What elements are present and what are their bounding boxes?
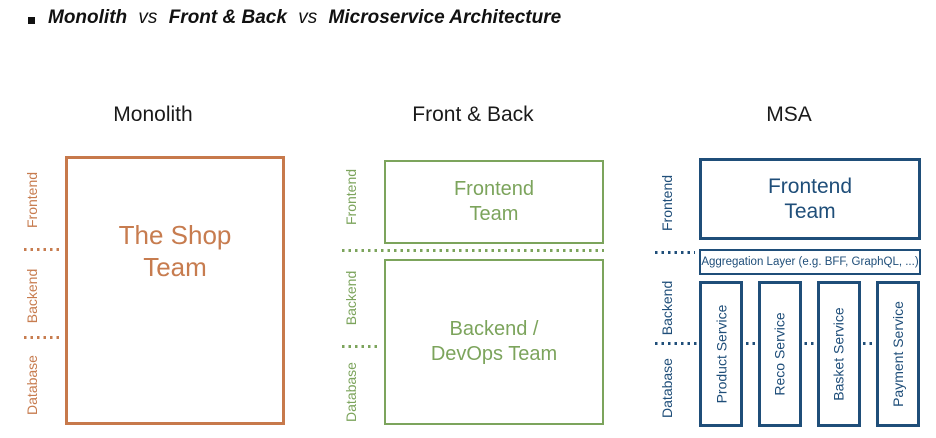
shop-team-label: The Shop Team <box>68 219 282 283</box>
monolith-separator-frontend-backend <box>24 248 62 251</box>
frontback-backend-team-box: Backend / DevOps Team <box>384 259 604 425</box>
msa-column-title: MSA <box>766 103 812 126</box>
monolith-layer-label-frontend: Frontend <box>24 171 40 229</box>
msa-layer-label-backend: Backend <box>659 280 675 336</box>
slide-title: Monolith vs Front & Back vs Microservice… <box>48 5 561 31</box>
msa-separator-frontend-backend <box>655 251 695 254</box>
msa-service-box-product: Product Service <box>699 281 743 427</box>
frontback-separator-backend-database <box>342 345 381 348</box>
slide-title-row: Monolith vs Front & Back vs Microservice… <box>28 5 561 31</box>
monolith-column-title: Monolith <box>113 103 193 126</box>
shop-team-line2: Team <box>143 252 207 282</box>
monolith-layer-label-database: Database <box>24 355 40 415</box>
frontback-layer-label-database: Database <box>343 362 359 422</box>
backend-devops-team-label: Backend / DevOps Team <box>431 317 557 367</box>
frontback-layer-label-frontend: Frontend <box>343 168 359 226</box>
payment-service-label: Payment Service <box>890 301 907 407</box>
frontend-team-label: Frontend Team <box>454 177 534 227</box>
title-segment-frontback: Front & Back <box>168 7 287 28</box>
shop-team-line1: The Shop <box>118 220 232 250</box>
basket-service-label: Basket Service <box>831 307 847 401</box>
frontback-separator-frontend-backend <box>342 249 604 252</box>
monolith-layer-label-backend: Backend <box>24 268 40 324</box>
msa-frontend-team-line1: Frontend <box>767 175 853 198</box>
title-segment-vs: vs <box>138 7 158 28</box>
title-segment-microservice: Microservice Architecture <box>328 7 562 28</box>
frontback-layer-label-backend: Backend <box>343 270 359 326</box>
msa-frontend-team-label: Frontend Team <box>768 174 852 224</box>
msa-service-box-payment: Payment Service <box>876 281 920 427</box>
reco-service-label: Reco Service <box>772 312 789 396</box>
frontend-team-line1: Frontend <box>453 178 535 200</box>
aggregation-layer-label: Aggregation Layer (e.g. BFF, GraphQL, ..… <box>701 256 919 268</box>
frontback-frontend-team-box: Frontend Team <box>384 160 604 244</box>
msa-service-box-basket: Basket Service <box>817 281 861 427</box>
msa-frontend-team-line2: Team <box>784 200 836 223</box>
frontend-team-line2: Team <box>469 203 519 225</box>
msa-layer-label-database: Database <box>659 358 675 418</box>
product-service-label: Product Service <box>713 304 730 404</box>
msa-aggregation-layer-box: Aggregation Layer (e.g. BFF, GraphQL, ..… <box>699 249 921 275</box>
backend-team-line1: Backend / <box>449 318 539 340</box>
frontback-column-title: Front & Back <box>412 103 534 126</box>
msa-service-box-reco: Reco Service <box>758 281 802 427</box>
square-bullet-icon <box>28 17 35 24</box>
monolith-separator-backend-database <box>24 336 62 339</box>
monolith-shop-team-box: The Shop Team <box>65 156 285 425</box>
msa-layer-label-frontend: Frontend <box>659 174 675 232</box>
msa-frontend-team-box: Frontend Team <box>699 158 921 240</box>
title-segment-vs: vs <box>298 7 318 28</box>
backend-team-line2: DevOps Team <box>430 343 558 365</box>
title-segment-monolith: Monolith <box>48 7 128 28</box>
